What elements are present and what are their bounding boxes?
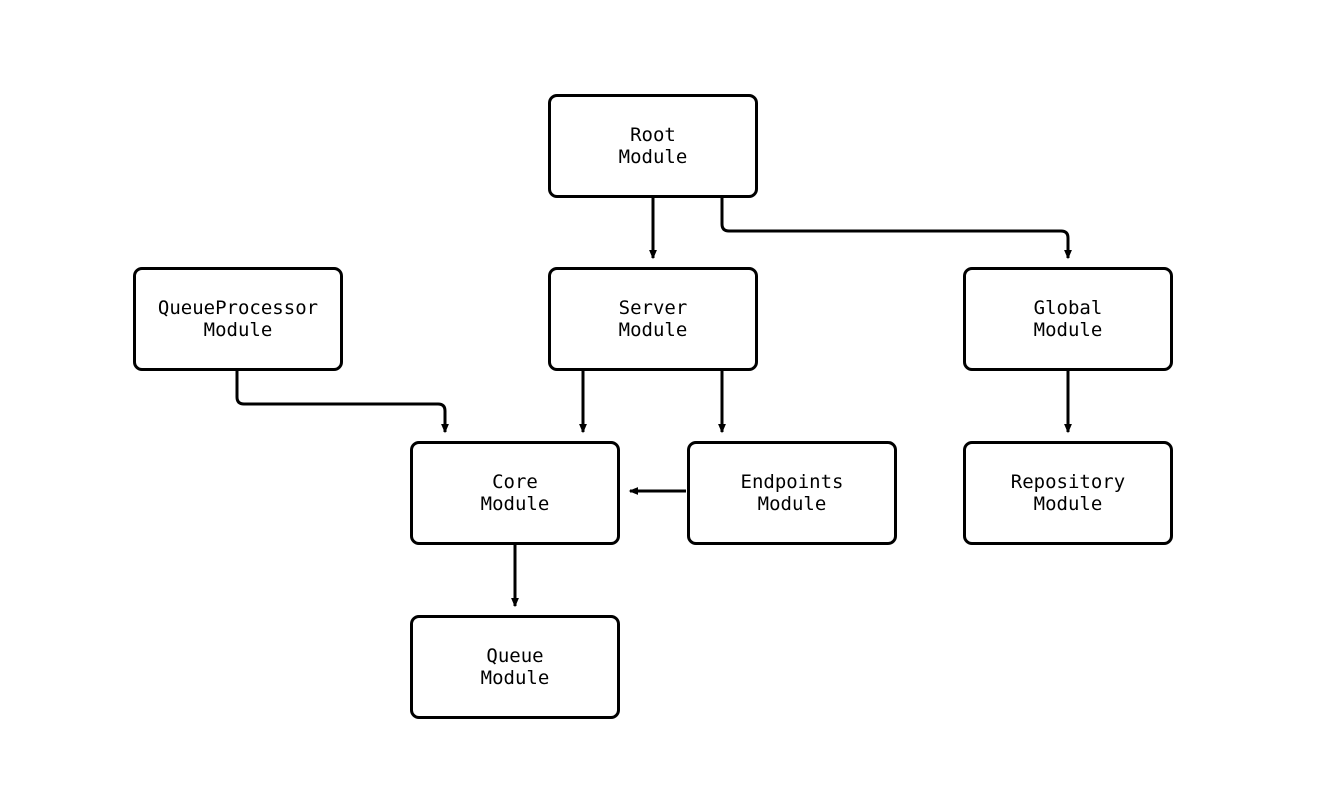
node-repository-line1: Repository: [1010, 471, 1126, 493]
node-core-line2: Module: [480, 493, 550, 515]
node-repository[interactable]: Repository Module: [963, 441, 1173, 545]
node-queueprocessor-line1: QueueProcessor: [157, 297, 319, 319]
node-server-line1: Server: [618, 297, 688, 319]
node-root-line2: Module: [618, 146, 688, 168]
node-queueprocessor-line2: Module: [203, 319, 273, 341]
node-global-line1: Global: [1033, 297, 1103, 319]
node-endpoints[interactable]: Endpoints Module: [687, 441, 897, 545]
node-root-line1: Root: [630, 124, 676, 146]
node-queueprocessor[interactable]: QueueProcessor Module: [133, 267, 343, 371]
node-endpoints-line1: Endpoints: [740, 471, 844, 493]
node-root[interactable]: Root Module: [548, 94, 758, 198]
node-queue[interactable]: Queue Module: [410, 615, 620, 719]
node-endpoints-line2: Module: [757, 493, 827, 515]
node-core[interactable]: Core Module: [410, 441, 620, 545]
node-global[interactable]: Global Module: [963, 267, 1173, 371]
node-core-line1: Core: [492, 471, 538, 493]
node-repository-line2: Module: [1033, 493, 1103, 515]
node-server[interactable]: Server Module: [548, 267, 758, 371]
node-queue-line1: Queue: [486, 645, 544, 667]
edge-root-global: [720, 198, 1072, 260]
node-server-line2: Module: [618, 319, 688, 341]
node-queue-line2: Module: [480, 667, 550, 689]
edge-queueprocessor-core: [235, 371, 449, 434]
node-global-line2: Module: [1033, 319, 1103, 341]
